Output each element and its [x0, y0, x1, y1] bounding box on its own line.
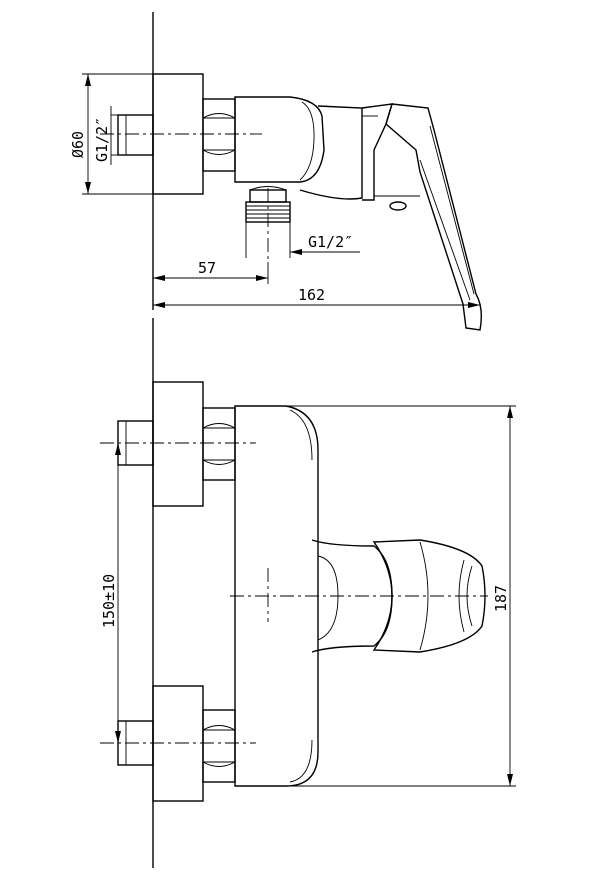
- side-view: Ø60 G1/2″ G1/2″ 57: [69, 12, 483, 331]
- valve-body-front: [234, 405, 319, 787]
- inlet-stub: [117, 114, 154, 156]
- dim-diameter: Ø60: [69, 73, 153, 195]
- lever-handle-side: [385, 103, 483, 331]
- hex-nut-side: [202, 98, 236, 172]
- hex-nut-upper: [202, 407, 236, 481]
- front-view: 150±10 187: [100, 318, 516, 868]
- dim-offset-label: 57: [198, 259, 216, 277]
- dim-height: 187: [286, 405, 516, 787]
- flange-lower: [152, 685, 204, 802]
- dim-depth-label: 162: [298, 286, 325, 304]
- dim-height-label: 187: [492, 585, 510, 612]
- dim-spacing-label: 150±10: [100, 574, 118, 628]
- dim-spacing: 150±10: [100, 443, 121, 743]
- dim-diameter-label: Ø60: [69, 131, 87, 158]
- dim-offset: 57: [153, 259, 269, 284]
- dim-outlet-thread: G1/2″: [245, 222, 360, 258]
- dim-inlet-thread: G1/2″: [93, 106, 118, 165]
- hex-nut-lower: [202, 709, 236, 783]
- flange-upper: [152, 381, 204, 507]
- valve-body-side: [234, 96, 420, 211]
- dim-inlet-thread-label: G1/2″: [93, 117, 111, 162]
- dim-outlet-thread-label: G1/2″: [308, 233, 353, 251]
- dim-depth: 162: [153, 286, 480, 308]
